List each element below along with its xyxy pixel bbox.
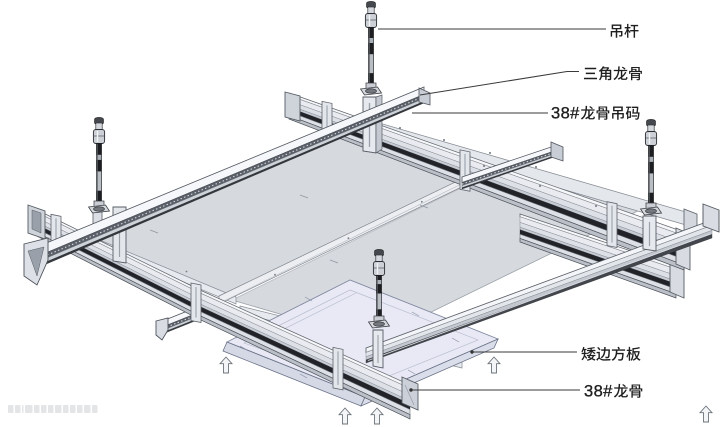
- svg-text:3: 3: [584, 383, 593, 401]
- svg-text:#: #: [603, 383, 613, 401]
- svg-text:8: 8: [561, 105, 570, 123]
- svg-text:3: 3: [551, 105, 560, 123]
- svg-text:#: #: [570, 105, 580, 123]
- svg-text:8: 8: [594, 383, 603, 401]
